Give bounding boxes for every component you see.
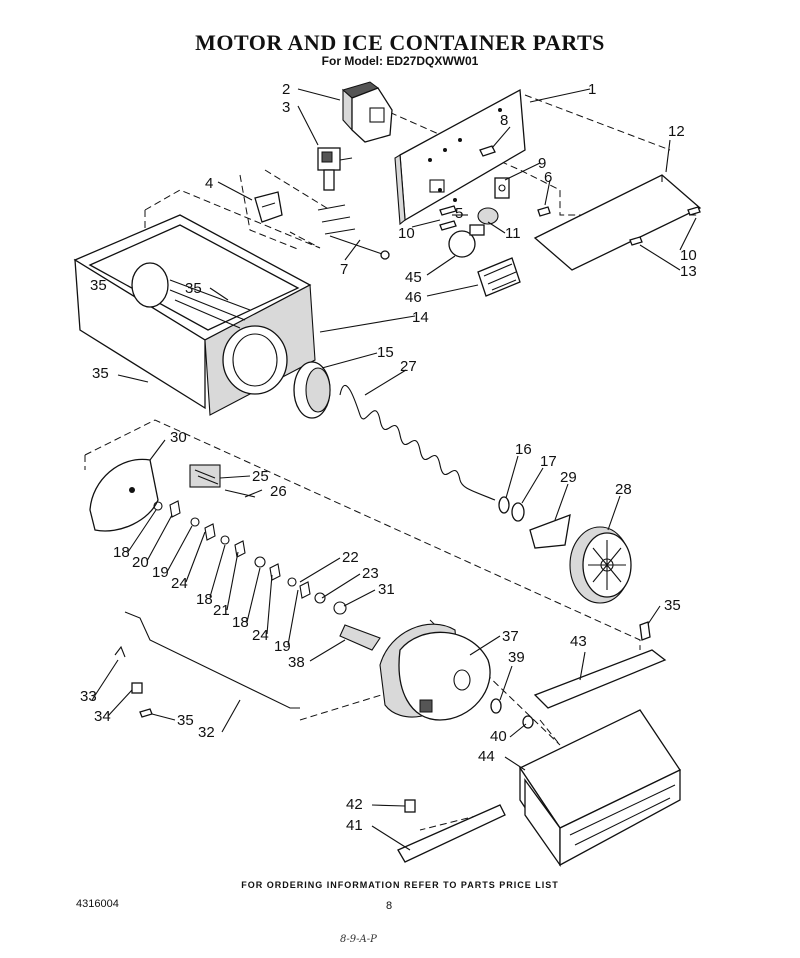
- callout-10b: 10: [680, 247, 697, 264]
- callout-14: 14: [412, 309, 429, 326]
- callout-1: 1: [588, 81, 596, 98]
- callout-leaders-lower: [91, 509, 661, 851]
- callout-35c: 35: [177, 712, 194, 729]
- callout-46: 46: [405, 289, 422, 306]
- callout-2: 2: [282, 81, 290, 98]
- handwritten-note: 8-9-A-P: [340, 934, 377, 945]
- callout-5: 5: [455, 205, 463, 222]
- callout-4: 4: [205, 175, 213, 192]
- ice-bin-front: [519, 709, 681, 868]
- callout-40: 40: [490, 728, 507, 745]
- actuator-rod: [114, 611, 300, 718]
- callout-13: 13: [680, 263, 697, 280]
- callout-41: 41: [346, 817, 363, 834]
- bottom-rail: [397, 799, 506, 863]
- callout-27: 27: [400, 358, 417, 375]
- callout-35b: 35: [92, 365, 109, 382]
- auger-motor-block: [341, 81, 393, 143]
- callout-10a: 10: [398, 225, 415, 242]
- ordering-note: FOR ORDERING INFORMATION REFER TO PARTS …: [241, 880, 559, 890]
- callout-20: 20: [132, 554, 149, 571]
- callout-8: 8: [500, 112, 508, 129]
- callout-43: 43: [570, 633, 587, 650]
- callout-35d: 35: [664, 597, 681, 614]
- callout-37: 37: [502, 628, 519, 645]
- page-title: MOTOR AND ICE CONTAINER PARTS: [195, 30, 605, 55]
- mounting-plate: [394, 88, 526, 226]
- page-number: 8: [386, 900, 393, 912]
- document-number: 4316004: [76, 898, 119, 910]
- callout-30: 30: [170, 429, 187, 446]
- callout-21: 21: [213, 602, 230, 619]
- callout-18a: 18: [113, 544, 130, 561]
- wire-harness: [317, 204, 390, 260]
- ice-container-housing: [73, 214, 316, 416]
- callout-19b: 19: [274, 638, 291, 655]
- callout-15: 15: [377, 344, 394, 361]
- callout-35a: 35: [185, 280, 202, 297]
- callout-23: 23: [362, 565, 379, 582]
- callout-24a: 24: [171, 575, 188, 592]
- callout-3: 3: [282, 99, 290, 116]
- trim-strip: [533, 621, 667, 709]
- impeller-wheel: [569, 526, 632, 604]
- drive-plate-and-linkage: [89, 458, 381, 651]
- model-subtitle: For Model: ED27DQXWW01: [321, 54, 479, 68]
- callout-6: 6: [544, 169, 552, 186]
- callout-44: 44: [478, 748, 495, 765]
- callout-39: 39: [508, 649, 525, 666]
- callout-35e: 35: [90, 277, 107, 294]
- callout-42: 42: [346, 796, 363, 813]
- callout-9: 9: [538, 155, 546, 172]
- drive-motor: [379, 623, 534, 729]
- callout-11: 11: [505, 225, 521, 242]
- callout-16: 16: [515, 441, 532, 458]
- callout-29: 29: [560, 469, 577, 486]
- washers-and-crusher: [498, 496, 571, 549]
- callout-12: 12: [668, 123, 685, 140]
- callout-33: 33: [80, 688, 97, 705]
- callout-18b: 18: [196, 591, 213, 608]
- callout-18c: 18: [232, 614, 249, 631]
- callout-34: 34: [94, 708, 111, 725]
- callout-38: 38: [288, 654, 305, 671]
- callout-28: 28: [615, 481, 632, 498]
- callout-24b: 24: [252, 627, 269, 644]
- cover-plate: [533, 174, 702, 271]
- callout-31: 31: [378, 581, 395, 598]
- callout-25: 25: [252, 468, 269, 485]
- auger-assembly: [293, 361, 496, 501]
- callout-7: 7: [340, 261, 348, 278]
- callout-leaders: [117, 88, 697, 531]
- callout-26: 26: [270, 483, 287, 500]
- callout-22: 22: [342, 549, 359, 566]
- callout-45: 45: [405, 269, 422, 286]
- bracket: [254, 191, 283, 223]
- callout-labels: 1 2 3 4 5 6 7 8 9 10 10 11 12 13 14 15 1…: [80, 81, 697, 834]
- callout-17: 17: [540, 453, 557, 470]
- callout-19a: 19: [152, 564, 169, 581]
- callout-32: 32: [198, 724, 215, 741]
- solenoid: [317, 147, 353, 191]
- small-hardware: [439, 145, 551, 297]
